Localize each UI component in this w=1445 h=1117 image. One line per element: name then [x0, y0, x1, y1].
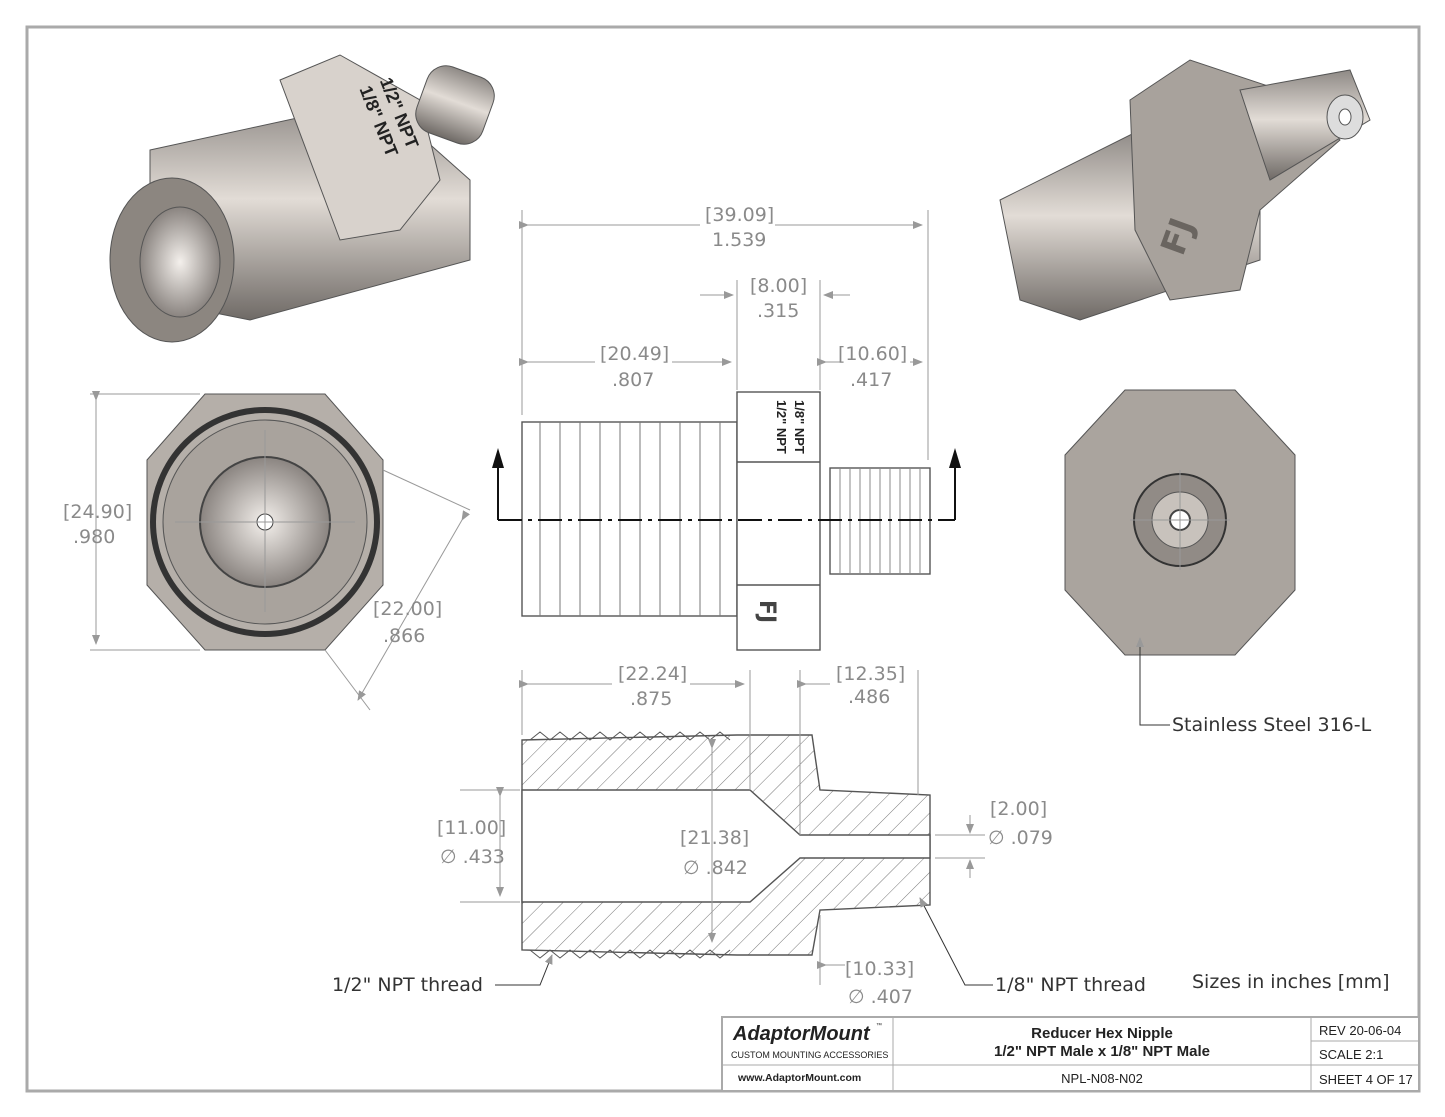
- side-view: 1/2" NPT 1/8" NPT FJ: [492, 391, 961, 651]
- dim-text-mm: [10.60]: [838, 343, 907, 365]
- sheet-number: SHEET 4 OF 17: [1319, 1072, 1413, 1087]
- hex-label-large: 1/2" NPT: [774, 400, 789, 454]
- dim-text-in: .417: [850, 369, 892, 391]
- section-arrow-icon: [949, 448, 961, 468]
- part-number: NPL-N08-N02: [1061, 1071, 1143, 1086]
- dim-hex-flats: [22.00] .866: [324, 469, 471, 711]
- units-note: Sizes in inches [mm]: [1192, 971, 1390, 993]
- dim-overall-length: [39.09] 1.539: [519, 204, 929, 460]
- section-arrow-icon: [492, 448, 504, 468]
- dim-text-in: .980: [73, 526, 115, 548]
- dim-cone-dia: [21.38] ∅ .842: [680, 739, 749, 943]
- dim-text-mm: [21.38]: [680, 827, 749, 849]
- dim-text-mm: [12.35]: [836, 663, 905, 685]
- dim-text-mm: [39.09]: [705, 204, 774, 226]
- dim-text-in: ∅ .842: [683, 857, 748, 879]
- dim-text-mm: [8.00]: [750, 275, 807, 297]
- trademark: ™: [876, 1022, 882, 1029]
- dim-text-mm: [24.90]: [63, 501, 132, 523]
- dim-text-mm: [11.00]: [437, 817, 506, 839]
- dim-text-in: ∅ .433: [440, 846, 505, 868]
- dim-text-in: .315: [757, 300, 799, 322]
- scale: SCALE 2:1: [1319, 1047, 1383, 1062]
- drawing-subtitle: 1/2" NPT Male x 1/8" NPT Male: [994, 1043, 1210, 1060]
- end-view-small: [1064, 389, 1296, 656]
- drawing-title: Reducer Hex Nipple: [1031, 1025, 1173, 1042]
- dim-text-in: .807: [612, 369, 654, 391]
- dim-hex-width: [8.00] .315: [700, 275, 850, 390]
- material-callout: Stainless Steel 316-L: [1136, 637, 1372, 736]
- dim-text-mm: [22.24]: [618, 663, 687, 685]
- hex-logo: FJ: [754, 600, 779, 623]
- isometric-view-right: FJ: [999, 59, 1371, 321]
- section-view: [521, 731, 931, 959]
- dim-large-bore-depth: [22.24] .875: [519, 663, 751, 790]
- end-view-large: [146, 393, 384, 651]
- title-block: AdaptorMount ™ CUSTOM MOUNTING ACCESSORI…: [721, 1016, 1420, 1092]
- large-thread-note: 1/2" NPT thread: [332, 974, 483, 996]
- dim-small-end-length: [12.35] .486: [797, 663, 919, 835]
- dim-large-bore-dia: [11.00] ∅ .433: [437, 787, 520, 903]
- brand-tagline: CUSTOM MOUNTING ACCESSORIES: [731, 1050, 888, 1060]
- dim-small-thread-dia: [10.33] ∅ .407: [817, 915, 914, 1008]
- revision: REV 20-06-04: [1319, 1023, 1401, 1038]
- dim-hex-corners: [24.90] .980: [63, 391, 200, 651]
- dim-text-in: .486: [848, 686, 890, 708]
- dim-text-mm: [10.33]: [845, 958, 914, 980]
- dim-text-mm: [20.49]: [600, 343, 669, 365]
- dim-text-in: .875: [630, 688, 672, 710]
- dim-text-mm: [2.00]: [990, 798, 1047, 820]
- dim-small-thread-length: [10.60] .417: [817, 343, 923, 391]
- dim-text-in: ∅ .407: [848, 986, 913, 1008]
- website-link: www.AdaptorMount.com: [737, 1072, 861, 1084]
- dim-text-in: 1.539: [712, 229, 766, 251]
- dim-small-bore-dia: [2.00] ∅ .079: [935, 798, 1053, 878]
- small-thread-note: 1/8" NPT thread: [995, 974, 1146, 996]
- hex-label-small: 1/8" NPT: [792, 400, 807, 454]
- isometric-view-left: 1/2" NPT 1/8" NPT: [109, 54, 495, 343]
- dim-large-thread-length: [20.49] .807: [519, 343, 732, 391]
- dim-text-in: .866: [383, 625, 425, 647]
- material-note: Stainless Steel 316-L: [1172, 714, 1372, 736]
- thread-callouts: 1/2" NPT thread 1/8" NPT thread Sizes in…: [332, 897, 1390, 996]
- brand-name: AdaptorMount: [732, 1023, 871, 1045]
- dim-text-in: ∅ .079: [988, 827, 1053, 849]
- dim-text-mm: [22.00]: [373, 598, 442, 620]
